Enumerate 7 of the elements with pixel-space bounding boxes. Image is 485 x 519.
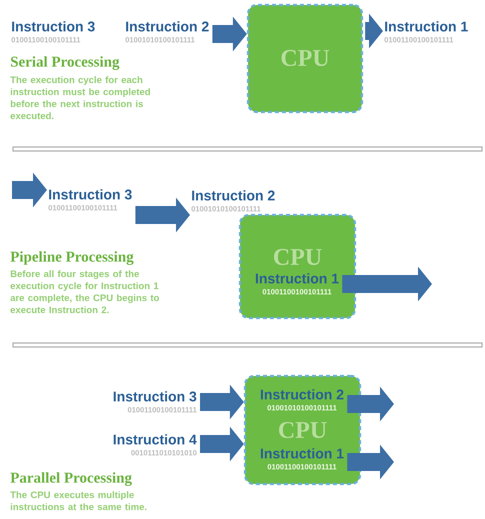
section-heading: Parallel Processing <box>10 472 132 486</box>
description-text: The CPU executes multiple instructions at the same time. <box>10 491 146 510</box>
description-text: The execution cycle for each instruction must be completed before the next instruction is executed. <box>10 76 150 120</box>
cpu-box: CPU <box>246 4 364 114</box>
description-text: Before all four stages of the execution cycle for Instruction 1 are complete, the CPU begins to execute Instruction 2. <box>10 270 159 314</box>
section-heading: Serial Processing <box>11 56 120 70</box>
section-heading: Pipeline Processing <box>10 251 134 265</box>
